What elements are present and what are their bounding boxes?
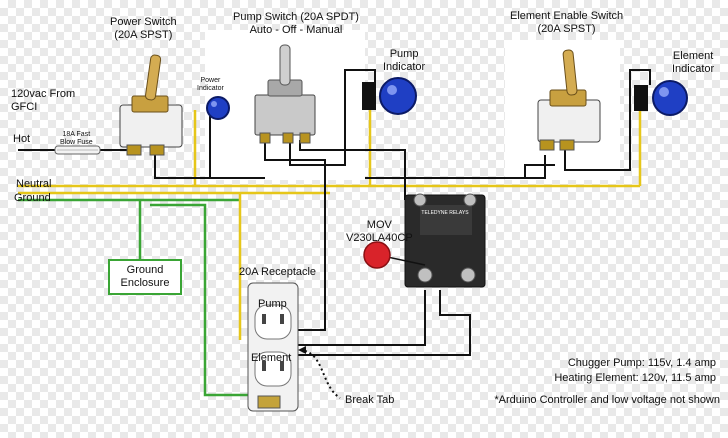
mov-component (363, 241, 426, 269)
hot-wires (18, 69, 651, 356)
note: *Arduino Controller and low voltage not … (494, 394, 720, 406)
hot-label: Hot (13, 133, 31, 145)
chugger-spec: Chugger Pump: 115v, 1.4 amp (567, 357, 716, 369)
element-outlet-label: Element (251, 352, 292, 364)
heating-spec: Heating Element: 120v, 11.5 amp (554, 372, 716, 384)
pump-switch-label: Pump Switch (20A SPDT)Auto - Off - Manua… (233, 11, 359, 36)
power-switch-label: Power Switch(20A SPST) (110, 16, 177, 41)
element-enable-label: Element Enable Switch(20A SPST) (510, 10, 624, 35)
ground-label: Ground (14, 192, 51, 204)
pump-outlet-label: Pump (258, 298, 287, 310)
solid-state-relay: TELEDYNE RELAYS (404, 193, 486, 288)
pump-indicator-lamp (362, 77, 417, 115)
neutral-wires (18, 90, 642, 340)
relay-brand: TELEDYNE RELAYS (421, 210, 469, 216)
element-indicator-lamp (634, 80, 688, 116)
break-tab-label: Break Tab (345, 394, 395, 406)
power-switch-body (119, 54, 183, 156)
element-switch-body (537, 49, 601, 151)
neutral-label: Neutral (16, 178, 52, 190)
receptacle (247, 282, 299, 412)
ground-wires (18, 198, 260, 397)
receptacle-label: 20A Receptacle (239, 266, 317, 278)
fuse (54, 145, 101, 155)
break-tab-pointer (299, 349, 341, 399)
power-indicator-lamp (206, 96, 230, 120)
pump-switch-body (254, 44, 316, 144)
